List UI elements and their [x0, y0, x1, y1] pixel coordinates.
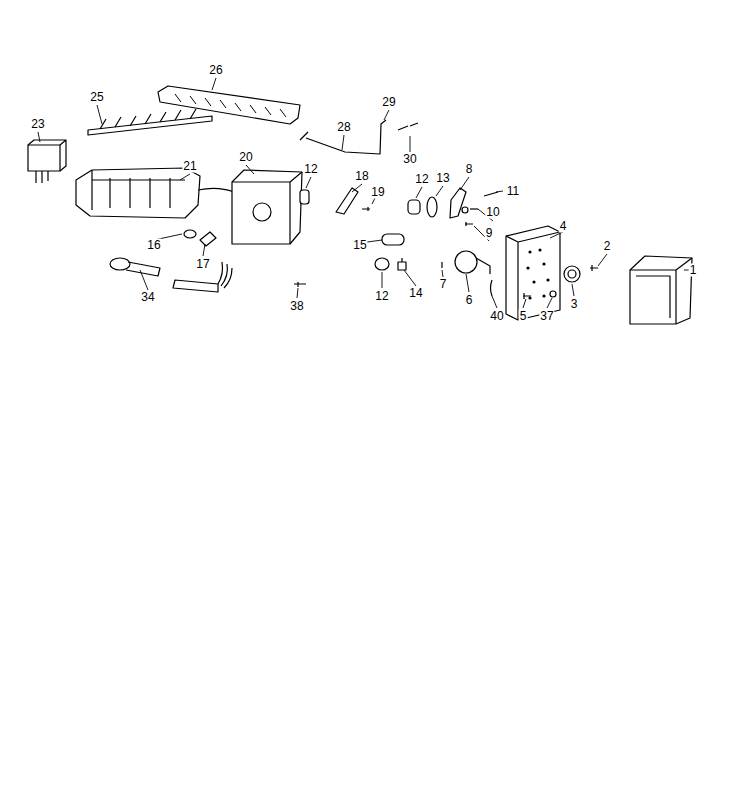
callout-number: 38 — [289, 300, 304, 313]
callout-number: 25 — [89, 91, 104, 104]
callout-number: 2 — [603, 240, 612, 253]
callout-number: 28 — [336, 121, 351, 134]
callout-number: 30 — [402, 153, 417, 166]
callout-number: 19 — [370, 186, 385, 199]
callout-number: 12 — [414, 173, 429, 186]
callout-number: 12 — [374, 290, 389, 303]
callout-number: 7 — [439, 278, 448, 291]
callout-number: 4 — [559, 220, 568, 233]
callout-number: 6 — [465, 294, 474, 307]
callout-number: 10 — [485, 206, 500, 219]
callout-number: 29 — [381, 96, 396, 109]
callout-number: 21 — [182, 160, 197, 173]
callout-number: 15 — [352, 239, 367, 252]
callout-number: 23 — [30, 118, 45, 131]
callout-number: 26 — [208, 64, 223, 77]
callout-number: 3 — [570, 298, 579, 311]
callout-number: 34 — [140, 291, 155, 304]
callout-number: 37 — [539, 310, 554, 323]
callout-number: 18 — [354, 170, 369, 183]
callout-number: 8 — [465, 163, 474, 176]
callout-number: 40 — [489, 310, 504, 323]
callout-number: 9 — [485, 227, 494, 240]
callout-number: 12 — [303, 163, 318, 176]
callout-number: 20 — [238, 151, 253, 164]
callout-number: 11 — [506, 185, 520, 198]
callout-number: 14 — [408, 287, 423, 300]
callout-number: 1 — [689, 264, 698, 277]
callout-number: 5 — [519, 310, 528, 323]
callout-number: 13 — [435, 172, 450, 185]
callout-number: 17 — [195, 258, 210, 271]
callout-number: 16 — [146, 239, 161, 252]
